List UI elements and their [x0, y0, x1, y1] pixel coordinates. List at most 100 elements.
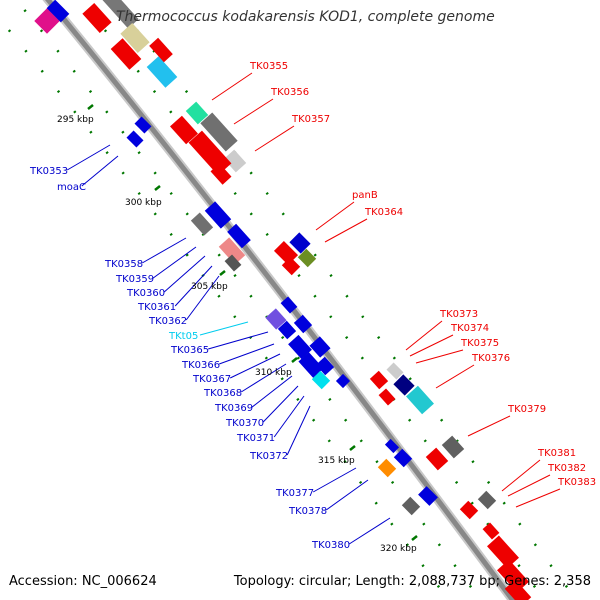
reverse-gene-label[interactable]: TK0365	[170, 345, 209, 356]
gene-block[interactable]	[200, 112, 238, 152]
leader-line	[501, 459, 541, 492]
forward-gene-label[interactable]: TK0364	[364, 207, 403, 218]
tick-ring	[0, 17, 451, 600]
gene-block[interactable]	[315, 356, 335, 376]
leader-line	[233, 98, 274, 125]
reverse-gene-label[interactable]: TK0378	[288, 506, 327, 517]
reverse-gene-label[interactable]: TK0368	[203, 388, 242, 399]
gene-block[interactable]	[393, 374, 415, 396]
gene-block[interactable]	[386, 362, 404, 380]
scale-tick-label: 295 kbp	[57, 115, 94, 125]
forward-gene-label[interactable]: TK0383	[557, 477, 596, 488]
gene-block[interactable]	[146, 56, 178, 88]
reverse-gene-label[interactable]: moaC	[57, 182, 86, 193]
genome-backbone-core	[44, 0, 516, 600]
major-tick	[411, 535, 418, 541]
leader-line	[254, 125, 295, 152]
reverse-gene-label[interactable]: TK0377	[275, 488, 314, 499]
gene-block[interactable]	[134, 116, 152, 134]
reverse-gene-label[interactable]: TK0380	[311, 540, 350, 551]
gene-block[interactable]	[497, 559, 529, 593]
gene-block[interactable]	[298, 352, 324, 378]
forward-gene-label[interactable]: TK0375	[460, 338, 499, 349]
gene-block[interactable]	[293, 314, 313, 334]
reverse-gene-label[interactable]: TK0361	[137, 302, 176, 313]
gene-block[interactable]	[459, 500, 479, 520]
reverse-gene-label[interactable]: TK0353	[29, 166, 68, 177]
gene-block[interactable]	[224, 254, 242, 272]
gene-block[interactable]	[393, 448, 413, 468]
gene-block[interactable]	[406, 385, 434, 415]
gene-block[interactable]	[120, 22, 150, 54]
gene-block[interactable]	[190, 212, 214, 236]
forward-gene-label[interactable]: TK0382	[547, 463, 586, 474]
gene-block[interactable]	[311, 370, 331, 390]
forward-gene-label[interactable]: TK0357	[291, 114, 330, 125]
gene-block[interactable]	[210, 163, 232, 185]
rna-gene-label[interactable]: TKt05	[168, 331, 198, 342]
gene-block[interactable]	[441, 435, 465, 459]
gene-block[interactable]	[425, 447, 449, 471]
gene-block[interactable]	[288, 334, 312, 360]
gene-block[interactable]	[487, 535, 519, 569]
leader-line	[262, 385, 299, 423]
gene-block[interactable]	[418, 486, 438, 506]
gene-block[interactable]	[369, 370, 389, 390]
forward-gene-label[interactable]: TK0381	[537, 448, 576, 459]
gene-block[interactable]	[277, 320, 297, 340]
gene-block[interactable]	[378, 388, 396, 406]
gene-block[interactable]	[297, 248, 317, 268]
gene-block[interactable]	[227, 223, 251, 249]
gene-block[interactable]	[289, 232, 311, 254]
leader-line	[66, 144, 111, 171]
gene-block[interactable]	[477, 490, 497, 510]
gene-block[interactable]	[101, 0, 139, 29]
gene-block[interactable]	[401, 496, 421, 516]
forward-gene-label[interactable]: TK0374	[450, 323, 489, 334]
gene-block[interactable]	[281, 256, 301, 276]
reverse-gene-label[interactable]: TK0359	[115, 274, 154, 285]
reverse-gene-label[interactable]: TK0370	[225, 418, 264, 429]
reverse-gene-label[interactable]: TK0369	[214, 403, 253, 414]
forward-gene-label[interactable]: TK0355	[249, 61, 288, 72]
gene-block[interactable]	[335, 373, 351, 389]
leader-line	[286, 405, 311, 456]
reverse-gene-label[interactable]: TK0366	[181, 360, 220, 371]
gene-block[interactable]	[265, 308, 287, 330]
gene-block[interactable]	[82, 2, 112, 34]
gene-block[interactable]	[170, 115, 198, 145]
scale-tick-label: 315 kbp	[318, 456, 355, 466]
forward-gene-label[interactable]: TK0373	[439, 309, 478, 320]
forward-gene-label[interactable]: TK0356	[270, 87, 309, 98]
reverse-gene-label[interactable]: TK0367	[192, 374, 231, 385]
major-tick	[349, 445, 356, 451]
gene-block[interactable]	[384, 438, 400, 454]
gene-block[interactable]	[46, 0, 70, 23]
gene-block[interactable]	[110, 38, 142, 70]
gene-block[interactable]	[185, 101, 209, 125]
major-tick	[154, 185, 161, 191]
scale-tick-label: 310 kbp	[255, 368, 292, 378]
reverse-gene-label[interactable]: TK0371	[236, 433, 275, 444]
genome-summary-text: Topology: circular; Length: 2,088,737 bp…	[233, 574, 591, 589]
forward-gene-label[interactable]: TK0379	[507, 404, 546, 415]
gene-block[interactable]	[218, 237, 246, 265]
reverse-gene-label[interactable]: TK0360	[126, 288, 165, 299]
gene-block[interactable]	[204, 201, 232, 229]
gene-block[interactable]	[126, 130, 144, 148]
forward-gene-label[interactable]: TK0376	[471, 353, 510, 364]
gene-block[interactable]	[309, 336, 331, 358]
gene-block[interactable]	[223, 149, 247, 173]
gene-block[interactable]	[377, 458, 397, 478]
gene-block[interactable]	[482, 522, 500, 540]
gene-block[interactable]	[280, 296, 298, 314]
gene-block[interactable]	[149, 37, 173, 63]
leader-line	[174, 265, 213, 307]
reverse-gene-label[interactable]: TK0362	[148, 316, 187, 327]
reverse-gene-label[interactable]: TK0372	[249, 451, 288, 462]
forward-gene-label[interactable]: panB	[352, 190, 378, 201]
accession-text: Accession: NC_006624	[9, 574, 157, 589]
gene-block[interactable]	[188, 130, 232, 176]
reverse-gene-label[interactable]: TK0358	[104, 259, 143, 270]
